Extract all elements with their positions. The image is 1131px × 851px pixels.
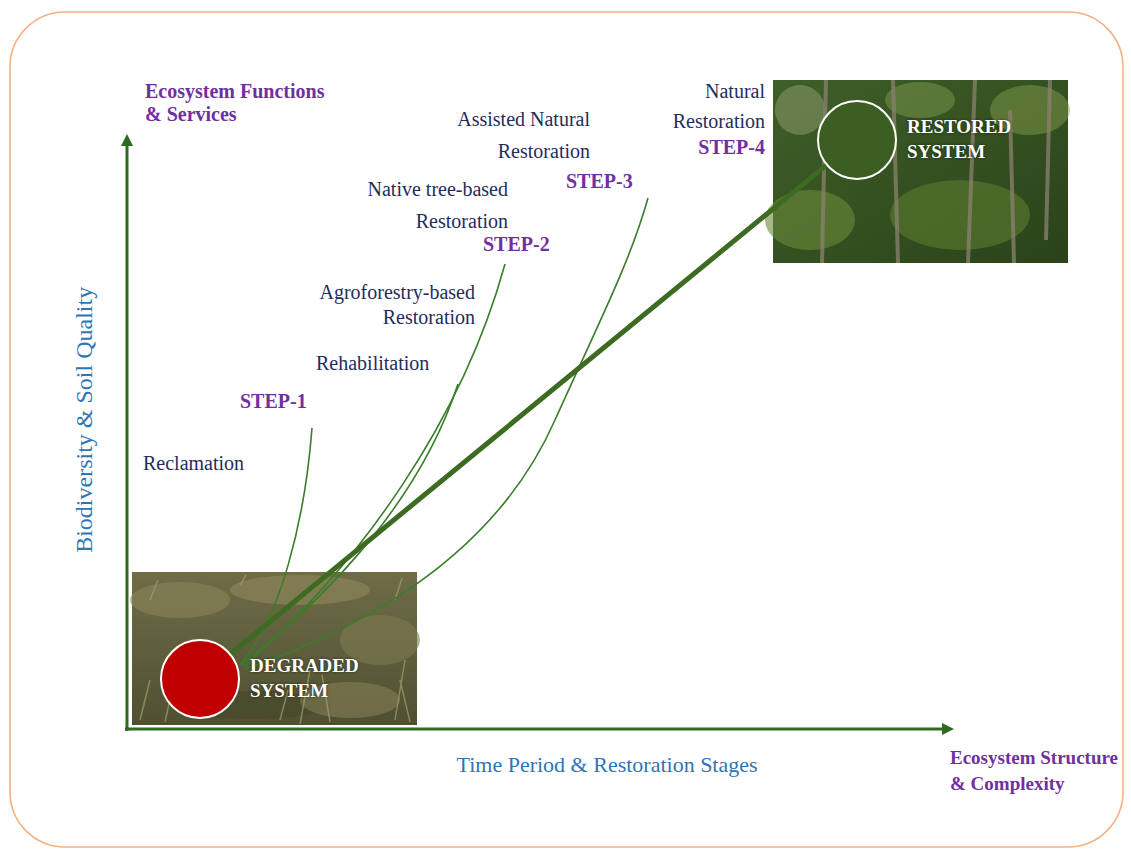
system-circle <box>817 100 897 180</box>
restoration-path <box>231 165 826 653</box>
outer-frame <box>10 12 1123 847</box>
x-axis <box>125 728 948 731</box>
degraded-node: DEGRADED SYSTEM <box>160 639 390 719</box>
stage-label: Native tree-based Restoration <box>338 173 508 237</box>
restored-node: RESTORED SYSTEM <box>817 100 1047 180</box>
leader-line <box>246 198 648 669</box>
step-label: STEP-1 <box>240 390 307 413</box>
restored-photo <box>765 80 1070 263</box>
leader-line <box>240 428 312 665</box>
axis-title: Ecosystem Structure & Complexity <box>950 745 1122 797</box>
system-label: DEGRADED SYSTEM <box>250 654 390 703</box>
axis-title: Biodiversity & Soil Quality <box>71 287 99 553</box>
step-label: STEP-4 <box>698 136 765 159</box>
stage-label: Rehabilitation <box>316 352 429 375</box>
system-circle <box>160 639 240 719</box>
leader-line <box>244 264 505 666</box>
degraded-photo <box>130 572 420 725</box>
stage-label: Assisted Natural Restoration <box>415 103 590 167</box>
axis-title: Time Period & Restoration Stages <box>457 752 758 777</box>
y-axis <box>126 140 129 731</box>
axis-title: Ecosystem Functions & Services <box>145 80 328 126</box>
stage-label: Natural Restoration <box>655 76 765 136</box>
leader-line <box>242 384 458 664</box>
step-label: STEP-2 <box>483 233 550 256</box>
step-label: STEP-3 <box>566 170 633 193</box>
system-label: RESTORED SYSTEM <box>907 115 1047 164</box>
stage-label: Agroforestry-based Restoration <box>275 280 475 330</box>
stage-label: Reclamation <box>143 452 244 475</box>
